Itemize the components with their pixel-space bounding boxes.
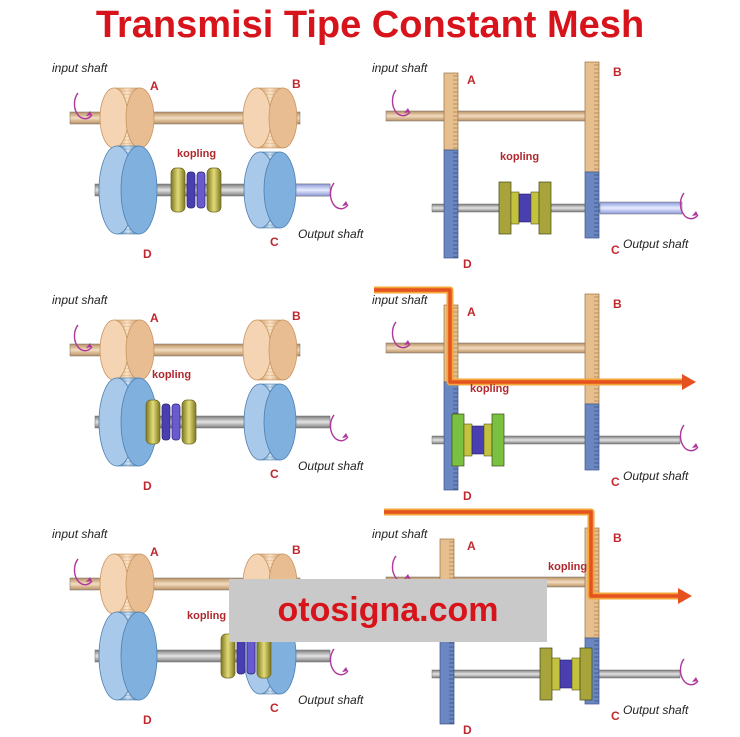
left-2-label-a: A xyxy=(150,311,159,325)
right-3-label-d: D xyxy=(463,723,472,737)
left-3-label-d: D xyxy=(143,713,152,727)
left-1-kopling-label: kopling xyxy=(177,148,216,160)
left-2-label-b: B xyxy=(292,309,301,323)
right-1-label-b: B xyxy=(613,65,622,79)
right-1-kopling-label: kopling xyxy=(500,151,539,163)
left-1-label-d: D xyxy=(143,247,152,261)
right-1-gear-b xyxy=(585,62,599,172)
right-1-gear-d xyxy=(444,150,458,258)
left-2-gear-c xyxy=(244,384,296,460)
right-2-gear-b xyxy=(585,294,599,404)
left-3-kopling-label: kopling xyxy=(187,610,226,622)
right-1-input-shaft-label: input shaft xyxy=(372,61,428,75)
right-3-power-flow-arrow-head xyxy=(678,588,692,604)
left-3-gear-d xyxy=(99,612,157,700)
left-1-label-b: B xyxy=(292,77,301,91)
right-3-output-shaft-label: Output shaft xyxy=(623,703,689,717)
right-1-clutch xyxy=(499,182,551,234)
left-1-gear-b xyxy=(243,88,297,148)
left-2-label-c: C xyxy=(270,467,279,481)
left-3-output-shaft-label: Output shaft xyxy=(298,693,364,707)
right-1-gear-a xyxy=(444,73,458,150)
right-2-gear-c xyxy=(585,404,599,470)
watermark-banner: otosigna.com xyxy=(229,579,547,642)
right-2-clutch xyxy=(452,414,504,466)
left-1-gear-c xyxy=(244,152,296,228)
right-3-label-b: B xyxy=(613,531,622,545)
right-2-label-b: B xyxy=(613,297,622,311)
right-1-label-c: C xyxy=(611,243,620,257)
right-1-gear-c xyxy=(585,172,599,238)
right-3-label-c: C xyxy=(611,709,620,723)
left-1-gear-a xyxy=(100,88,154,148)
left-3-label-a: A xyxy=(150,545,159,559)
right-1-label-a: A xyxy=(467,73,476,87)
left-1-gear-d xyxy=(99,146,157,234)
left-3-gear-a xyxy=(100,554,154,614)
right-1-input-shaft xyxy=(386,111,590,121)
right-2-input-shaft xyxy=(386,343,590,353)
right-2-output-shaft-label: Output shaft xyxy=(623,469,689,483)
right-1-output-shaft-label: Output shaft xyxy=(623,237,689,251)
left-3-label-b: B xyxy=(292,543,301,557)
right-2-label-a: A xyxy=(467,305,476,319)
right-2-input-shaft-label: input shaft xyxy=(372,293,428,307)
left-2-output-shaft-label: Output shaft xyxy=(298,459,364,473)
left-1-label-c: C xyxy=(270,235,279,249)
right-2-kopling-label: kopling xyxy=(470,383,509,395)
right-1-output-shaft-end xyxy=(600,202,682,214)
right-3-input-shaft-label: input shaft xyxy=(372,527,428,541)
right-3-label-a: A xyxy=(467,539,476,553)
right-3-clutch xyxy=(540,648,592,700)
right-2-label-c: C xyxy=(611,475,620,489)
right-2-power-flow-arrow-head xyxy=(682,374,696,390)
left-1-output-shaft-label: Output shaft xyxy=(298,227,364,241)
left-2-gear-b xyxy=(243,320,297,380)
left-2-kopling-label: kopling xyxy=(152,369,191,381)
left-2-input-shaft-label: input shaft xyxy=(52,293,108,307)
left-1-input-shaft-label: input shaft xyxy=(52,61,108,75)
watermark-text: otosigna.com xyxy=(277,591,498,630)
right-3-kopling-label: kopling xyxy=(548,561,587,573)
left-2-label-d: D xyxy=(143,479,152,493)
left-1-label-a: A xyxy=(150,79,159,93)
left-3-label-c: C xyxy=(270,701,279,715)
right-1-label-d: D xyxy=(463,257,472,271)
left-2-gear-a xyxy=(100,320,154,380)
right-2-label-d: D xyxy=(463,489,472,503)
left-3-input-shaft-label: input shaft xyxy=(52,527,108,541)
